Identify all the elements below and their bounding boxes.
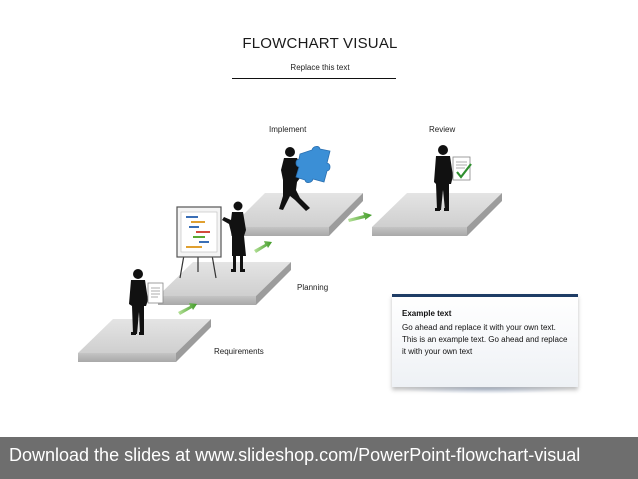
page-subtitle: Replace this text	[290, 63, 350, 72]
step-label-requirements: Requirements	[214, 347, 264, 356]
footer-link[interactable]: Download the slides at www.slideshop.com…	[9, 445, 581, 465]
businessman-icon	[222, 201, 246, 272]
info-box-shadow	[400, 384, 572, 394]
step-label-planning: Planning	[297, 283, 329, 292]
step-label-implement: Implement	[269, 125, 307, 134]
info-box-body: Go ahead and replace it with your own te…	[402, 323, 568, 356]
step-arrow-icon	[254, 241, 272, 253]
puzzle-piece-icon	[295, 146, 331, 183]
info-box: Example text Go ahead and replace it wit…	[392, 294, 578, 387]
platform-planning	[158, 262, 291, 305]
step-arrow-icon	[348, 212, 372, 222]
info-box-title: Example text	[402, 309, 452, 318]
step-arrow-icon	[178, 303, 197, 315]
title-divider	[232, 78, 396, 79]
presentation-board-icon	[176, 206, 222, 279]
footer-banner: Download the slides at www.slideshop.com…	[0, 437, 638, 479]
platform-requirements	[78, 319, 211, 362]
page-title: FLOWCHART VISUAL	[242, 35, 398, 52]
document-icon	[452, 156, 471, 181]
platform-implement	[231, 193, 363, 236]
step-label-review: Review	[429, 125, 456, 134]
document-icon	[147, 282, 164, 304]
businessman-icon	[434, 145, 453, 211]
businessman-icon	[129, 269, 148, 335]
checkmark-icon	[456, 163, 472, 179]
staircase-diagram	[78, 145, 502, 362]
